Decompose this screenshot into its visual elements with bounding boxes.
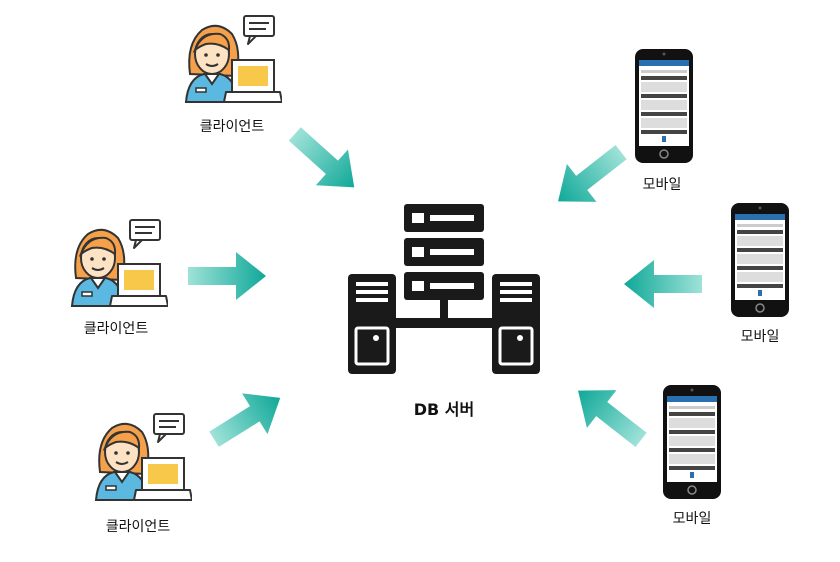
- arrow-mobile1-to-server: [558, 145, 627, 202]
- smartphone-icon: [635, 49, 693, 163]
- smartphone-icon: [731, 203, 789, 317]
- smartphone-icon: [663, 385, 721, 499]
- arrow-mobile3-to-server: [578, 390, 647, 447]
- client-node-1: [182, 14, 283, 110]
- arrow-client2-to-server: [188, 252, 266, 300]
- db-server-node: [348, 204, 540, 380]
- mobile-label-3: 모바일: [672, 511, 712, 527]
- client-label-2: 클라이언트: [83, 321, 149, 337]
- client-node-2: [68, 218, 169, 314]
- client-label-3: 클라이언트: [105, 519, 171, 535]
- mobile-node-2: [730, 202, 790, 322]
- server-rack-icon: [348, 204, 540, 374]
- client-node-3: [92, 412, 193, 508]
- client-label-1: 클라이언트: [199, 119, 265, 135]
- person-laptop-icon: [94, 413, 193, 501]
- arrow-client1-to-server: [288, 127, 355, 188]
- mobile-node-1: [634, 48, 694, 168]
- mobile-label-1: 모바일: [642, 177, 682, 193]
- mobile-node-3: [662, 384, 722, 504]
- arrow-mobile2-to-server: [624, 260, 702, 308]
- db-server-label: DB 서버: [413, 400, 475, 419]
- arrow-client3-to-server: [209, 393, 281, 447]
- person-laptop-icon: [184, 15, 283, 103]
- person-laptop-icon: [70, 219, 169, 307]
- mobile-label-2: 모바일: [740, 329, 780, 345]
